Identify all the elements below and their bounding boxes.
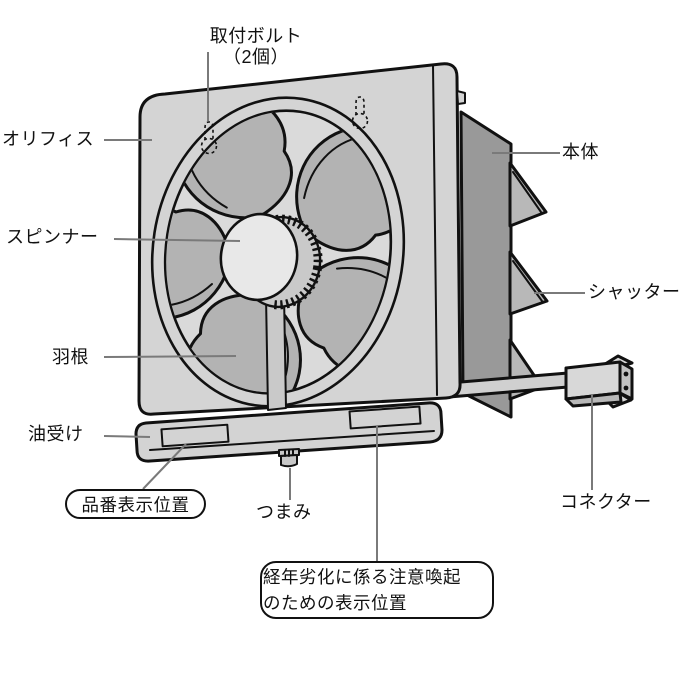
mounting-bolt-hole-right: [351, 96, 369, 130]
spinner-hub: [219, 212, 323, 310]
tray-knob: [278, 448, 300, 468]
connector-bottom-face: [564, 391, 623, 408]
label-orifice: オリフィス: [2, 129, 95, 149]
label-mounting-bolt: 取付ボルト （2個）: [196, 26, 316, 68]
panel-edge-notch: [456, 90, 466, 105]
label-blade: 羽根: [52, 347, 89, 367]
hub-support-bar: [265, 293, 287, 411]
leader-lines: [103, 52, 593, 561]
callout-aging-line2: のための表示位置: [263, 593, 407, 613]
mounting-bolt-hole-left: [200, 121, 218, 155]
label-oil-tray: 油受け: [28, 424, 84, 444]
part-number-label-area: [160, 423, 230, 448]
label-spinner: スピンナー: [6, 227, 99, 247]
label-mounting-bolt-line1: 取付ボルト: [209, 26, 303, 46]
aging-notice-label-area: [348, 405, 422, 430]
connector-pin-hole: [623, 385, 629, 391]
shutter-louvers: [508, 161, 549, 401]
label-connector: コネクター: [560, 492, 652, 512]
callout-aging-notice-position: 経年劣化に係る注意喚起 のための表示位置: [260, 561, 494, 619]
label-knob: つまみ: [256, 502, 312, 522]
oil-tray: [134, 401, 444, 463]
label-mounting-bolt-line2: （2個）: [222, 47, 289, 67]
connector-pin-hole: [623, 371, 629, 377]
fan-body-side: [459, 110, 513, 419]
callout-aging-line1: 経年劣化に係る注意喚起: [263, 567, 461, 587]
connector-plug: [564, 354, 634, 409]
callout-part-number-text: 品番表示位置: [81, 494, 190, 515]
callout-part-number-position: 品番表示位置: [65, 489, 206, 519]
label-body: 本体: [562, 142, 599, 162]
label-shutter: シャッター: [588, 282, 681, 302]
